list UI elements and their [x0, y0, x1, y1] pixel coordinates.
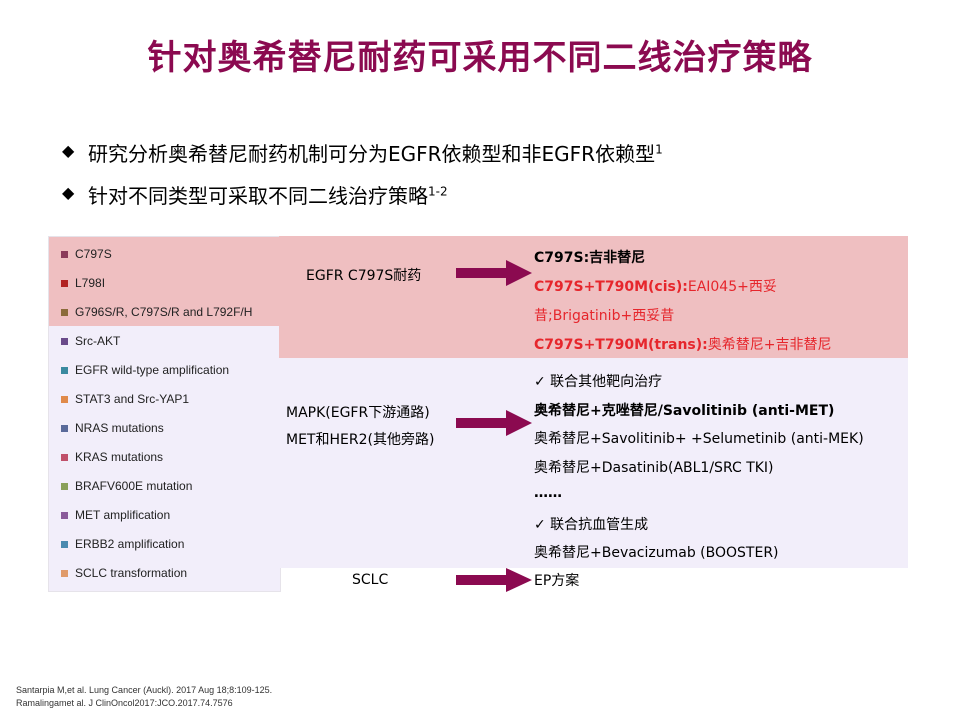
legend-label: SCLC transformation	[75, 566, 188, 580]
egfr-c797s-panel	[279, 236, 908, 358]
legend-item: BRAFV600E mutation	[61, 479, 192, 493]
legend-swatch	[61, 250, 68, 258]
legend-item: C797S	[61, 247, 112, 261]
treatment-text: EAI045+西妥	[687, 279, 777, 295]
slide-title: 针对奥希替尼耐药可采用不同二线治疗策略	[147, 38, 813, 78]
treatment-line: EP方案	[534, 570, 579, 590]
treatment-line: 奥希替尼+Savolitinib+ +Selumetinib (anti-MEK…	[534, 428, 864, 448]
legend-swatch	[61, 424, 68, 432]
diamond-bullet-icon: ◆	[62, 141, 75, 160]
bullet-2: ◆ 针对不同类型可采取不同二线治疗策略1-2	[62, 180, 448, 209]
legend-label: STAT3 and Src-YAP1	[75, 392, 190, 406]
legend-label: MET amplification	[75, 508, 171, 522]
egfr-dependent-highlight	[49, 237, 280, 326]
treatment-line: ✓ 联合其他靶向治疗	[534, 371, 662, 391]
treatment-text: EP方案	[534, 573, 580, 589]
legend-swatch	[61, 279, 68, 287]
legend-swatch	[61, 395, 68, 403]
sclc-group-label: SCLC	[352, 572, 389, 588]
legend-swatch	[61, 453, 68, 461]
treatment-text: 奥希替尼+Dasatinib(ABL1/SRC TKI)	[534, 459, 774, 476]
treatment-text: 奥希替尼+克唑替尼/Savolitinib (anti-MET)	[534, 402, 835, 419]
legend-swatch	[61, 511, 68, 519]
legend-item: L798I	[61, 276, 105, 290]
treatment-line: C797S+T790M(cis):EAI045+西妥	[534, 276, 777, 296]
bullet-1: ◆ 研究分析奥希替尼耐药机制可分为EGFR依赖型和非EGFR依赖型1	[62, 138, 663, 167]
legend-item: G796S/R, C797S/R and L792F/H	[61, 305, 252, 319]
treatment-line: C797S:吉非替尼	[534, 247, 645, 267]
treatment-text: 奥希替尼+Savolitinib+ +Selumetinib (anti-MEK…	[534, 431, 864, 447]
legend-item: EGFR wild-type amplification	[61, 363, 229, 377]
resistance-mechanism-legend: C797S L798I G796S/R, C797S/R and L792F/H Sr…	[48, 236, 281, 592]
reference-2: Ramalingamet al. J ClinOncol2017:JCO.201…	[16, 698, 233, 708]
legend-swatch	[61, 337, 68, 345]
arrow-right-icon	[456, 260, 532, 286]
legend-label: C797S	[75, 247, 112, 261]
arrow-right-icon	[456, 410, 532, 436]
treatment-text: 奥希替尼+Bevacizumab (BOOSTER)	[534, 545, 779, 561]
treatment-line: 奥希替尼+克唑替尼/Savolitinib (anti-MET)	[534, 400, 834, 420]
legend-item: MET amplification	[61, 508, 170, 522]
egfr-group-label: EGFR C797S耐药	[306, 268, 422, 284]
treatment-text: C797S+T790M(cis):	[534, 279, 688, 295]
legend-label: EGFR wild-type amplification	[75, 363, 230, 377]
legend-swatch	[61, 482, 68, 490]
legend-label: BRAFV600E mutation	[75, 479, 193, 493]
reference-1: Santarpia M,et al. Lung Cancer (Auckl). …	[16, 685, 273, 695]
treatment-line: 奥希替尼+Bevacizumab (BOOSTER)	[534, 542, 779, 562]
legend-label: KRAS mutations	[75, 450, 164, 464]
treatment-line: ……	[534, 485, 562, 501]
treatment-text: ✓ 联合其他靶向治疗	[534, 374, 663, 390]
legend-label: NRAS mutations	[75, 421, 164, 435]
bullet-1-text: 研究分析奥希替尼耐药机制可分为EGFR依赖型和非EGFR依赖型	[88, 142, 656, 166]
treatment-line: ✓ 联合抗血管生成	[534, 514, 648, 534]
legend-item: STAT3 and Src-YAP1	[61, 392, 189, 406]
treatment-text: C797S+T790M(trans):	[534, 337, 708, 353]
treatment-text: ……	[534, 485, 562, 501]
treatment-line: 奥希替尼+Dasatinib(ABL1/SRC TKI)	[534, 457, 774, 477]
references: Santarpia M,et al. Lung Cancer (Auckl). …	[16, 684, 272, 710]
legend-item: NRAS mutations	[61, 421, 164, 435]
bypass-pathway-panel	[279, 358, 908, 568]
bullet-2-text: 针对不同类型可采取不同二线治疗策略	[88, 184, 428, 208]
bullet-1-sup: 1	[655, 142, 663, 157]
legend-label: Src-AKT	[75, 334, 121, 348]
legend-item: Src-AKT	[61, 334, 120, 348]
arrow-right-icon	[456, 568, 532, 592]
met-her2-group-label: MET和HER2(其他旁路)	[286, 432, 435, 448]
legend-swatch	[61, 308, 68, 316]
treatment-text: ✓ 联合抗血管生成	[534, 516, 649, 533]
legend-item: KRAS mutations	[61, 450, 163, 464]
mapk-group-label: MAPK(EGFR下游通路)	[286, 405, 430, 421]
treatment-line: C797S+T790M(trans):奥希替尼+吉非替尼	[534, 334, 832, 354]
legend-item: ERBB2 amplification	[61, 537, 184, 551]
treatment-text: 昔;Brigatinib+西妥昔	[534, 308, 675, 324]
legend-label: G796S/R, C797S/R and L792F/H	[75, 305, 253, 319]
legend-item: SCLC transformation	[61, 566, 187, 580]
legend-swatch	[61, 569, 68, 577]
treatment-line: 昔;Brigatinib+西妥昔	[534, 305, 674, 325]
legend-swatch	[61, 366, 68, 374]
treatment-text: C797S:吉非替尼	[534, 250, 646, 266]
bullet-2-sup: 1-2	[428, 184, 448, 199]
treatment-text: 奥希替尼+吉非替尼	[707, 337, 832, 353]
legend-label: ERBB2 amplification	[75, 537, 185, 551]
diamond-bullet-icon: ◆	[62, 183, 75, 202]
legend-label: L798I	[75, 276, 106, 290]
legend-swatch	[61, 540, 68, 548]
